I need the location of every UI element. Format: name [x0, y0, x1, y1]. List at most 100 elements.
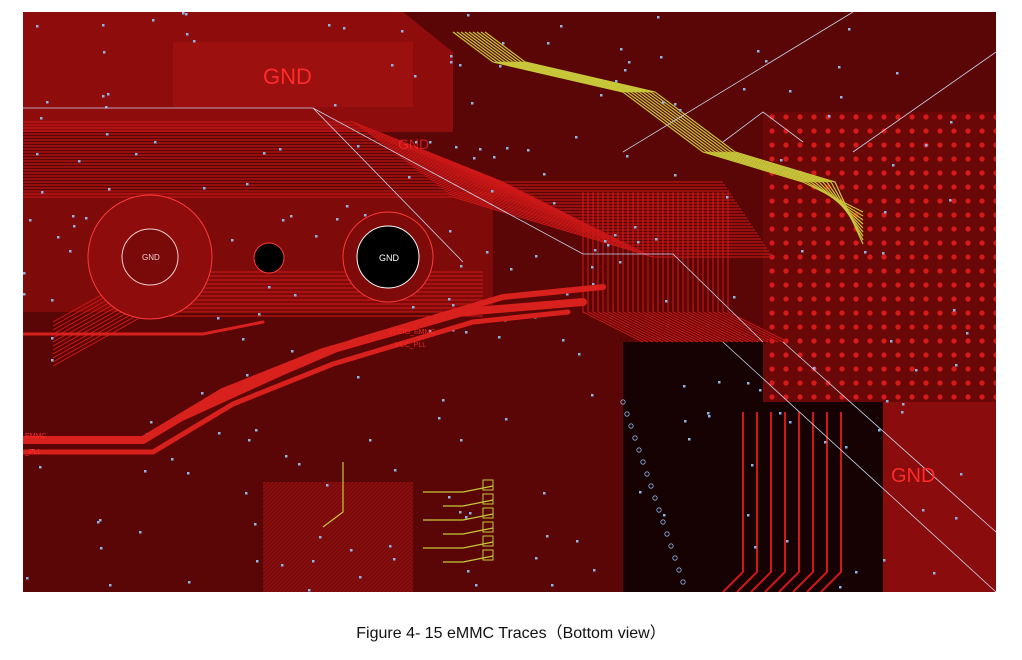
signal-trace: [642, 192, 704, 343]
via: [663, 514, 666, 517]
via: [103, 51, 106, 54]
via-ring: [636, 447, 642, 453]
via: [448, 496, 451, 499]
via: [467, 570, 470, 573]
via: [475, 584, 478, 587]
via: [884, 211, 887, 214]
signal-trace: [764, 412, 786, 592]
via: [57, 236, 60, 239]
via: [51, 337, 54, 340]
label-gnd-mid: GND: [398, 136, 429, 152]
via: [759, 389, 762, 392]
via: [562, 339, 565, 342]
signal-trace: [667, 192, 729, 343]
via: [620, 48, 623, 51]
via: [896, 72, 899, 75]
signal-trace: [750, 412, 772, 592]
via: [566, 293, 569, 296]
via: [319, 536, 322, 539]
via: [185, 13, 188, 16]
signal-trace: [627, 192, 689, 343]
via: [326, 484, 329, 487]
via-ring: [620, 399, 626, 405]
via: [109, 584, 112, 587]
via-ring: [680, 579, 686, 585]
signal-trace: [607, 192, 669, 343]
via: [855, 571, 858, 574]
via: [78, 160, 81, 163]
via: [389, 545, 392, 548]
signal-trace: [597, 192, 659, 343]
via: [499, 65, 502, 68]
power-traces: [23, 284, 606, 455]
via: [575, 136, 578, 139]
via: [357, 145, 360, 148]
via: [414, 75, 417, 78]
via: [674, 174, 677, 177]
via: [955, 364, 958, 367]
via: [543, 173, 546, 176]
via: [72, 215, 75, 218]
via: [291, 350, 294, 353]
via: [751, 464, 754, 467]
via: [187, 472, 190, 475]
emmc-trace: [476, 31, 864, 237]
via: [886, 400, 889, 403]
via: [491, 190, 494, 193]
via: [662, 101, 665, 104]
via: [255, 429, 258, 432]
via: [394, 469, 397, 472]
via: [591, 394, 594, 397]
via-ring: [672, 555, 678, 561]
figure-caption: Figure 4- 15 eMMC Traces（Bottom view）: [356, 625, 666, 642]
via: [786, 540, 789, 543]
signal-trace: [23, 154, 745, 216]
via: [412, 306, 415, 309]
via: [102, 24, 105, 27]
via: [256, 560, 259, 563]
via-ring: [676, 567, 682, 573]
trace-layer: [23, 121, 842, 592]
emmc-trace: [456, 31, 864, 217]
via: [604, 240, 607, 243]
emmc-trace: [464, 31, 864, 225]
via: [467, 14, 470, 17]
signal-trace: [727, 192, 789, 343]
signal-trace: [602, 192, 664, 343]
signal-trace: [778, 412, 800, 592]
signal-trace: [622, 192, 684, 343]
via: [248, 439, 251, 442]
via: [85, 217, 88, 220]
signal-trace: [23, 178, 761, 240]
via: [346, 205, 349, 208]
signal-trace: [23, 172, 757, 234]
via: [294, 294, 297, 297]
via: [268, 286, 271, 289]
via: [754, 546, 757, 549]
via: [757, 50, 760, 53]
via-ring: [624, 411, 630, 417]
gnd-pour-right: [883, 392, 996, 592]
via: [51, 359, 54, 362]
via: [576, 540, 579, 543]
emmc-pad: [482, 521, 494, 533]
via: [594, 249, 597, 252]
via: [391, 64, 394, 67]
via: [452, 304, 455, 307]
via: [779, 412, 782, 415]
via: [359, 576, 362, 579]
via: [100, 547, 103, 550]
mounting-hole-left: [121, 228, 179, 286]
signal-trace: [717, 192, 779, 343]
via: [218, 432, 221, 435]
signal-trace: [23, 157, 747, 219]
via: [285, 455, 288, 458]
via: [915, 369, 918, 372]
via: [674, 103, 677, 106]
via: [864, 251, 867, 254]
via: [450, 55, 453, 58]
via: [203, 187, 206, 190]
signal-trace: [652, 192, 714, 343]
via: [665, 300, 668, 303]
via: [683, 385, 686, 388]
